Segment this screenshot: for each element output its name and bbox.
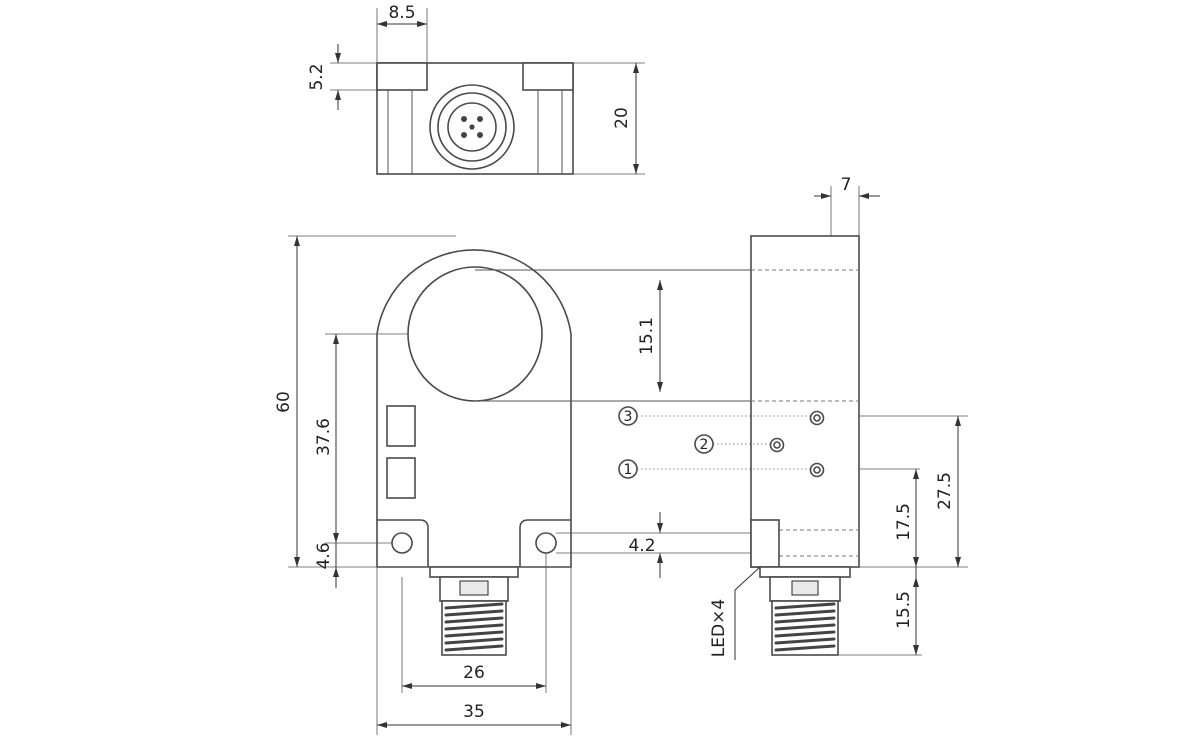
dim-mount-gap: 4.2 [628,536,655,556]
dim-led-upper: 27.5 [935,472,955,510]
dim-total-height: 60 [274,391,294,413]
led-window-upper [386,405,416,447]
front-view: 60 37.6 4.6 26 35 [274,235,572,735]
top-right-slot [522,62,574,91]
front-connector-thread-icon [441,600,507,656]
led-window-lower [386,457,416,499]
dim-mount-spacing: 26 [463,663,485,683]
led-3-icon [809,410,825,426]
dim-mount-offset: 4.6 [314,542,334,569]
connector-face-icon [429,84,515,170]
led-marker-1: 1 [624,462,633,478]
led-2-icon [769,437,785,453]
led-marker-3: 3 [624,409,633,425]
top-view: 8.5 5.2 20 [307,3,645,175]
led-1-icon [809,462,825,478]
dim-top-height: 20 [612,107,632,129]
dim-connector-len: 15.5 [894,591,914,629]
side-connector-thread-icon [771,600,839,656]
dim-center-height: 37.6 [314,418,334,456]
side-view: 3 2 1 7 15.1 4.2 27.5 [475,175,968,660]
dim-body-width: 35 [463,702,485,722]
led-marker-2: 2 [700,437,709,453]
led-count-label: LED×4 [709,599,729,657]
top-left-slot [376,62,428,91]
dim-side-width: 7 [841,175,852,195]
dim-led-lower: 17.5 [894,503,914,541]
dim-top-slot: 5.2 [307,63,327,90]
dim-hole-dia: 15.1 [637,317,657,355]
sensing-hole [407,266,543,402]
dim-top-width: 8.5 [388,3,415,23]
